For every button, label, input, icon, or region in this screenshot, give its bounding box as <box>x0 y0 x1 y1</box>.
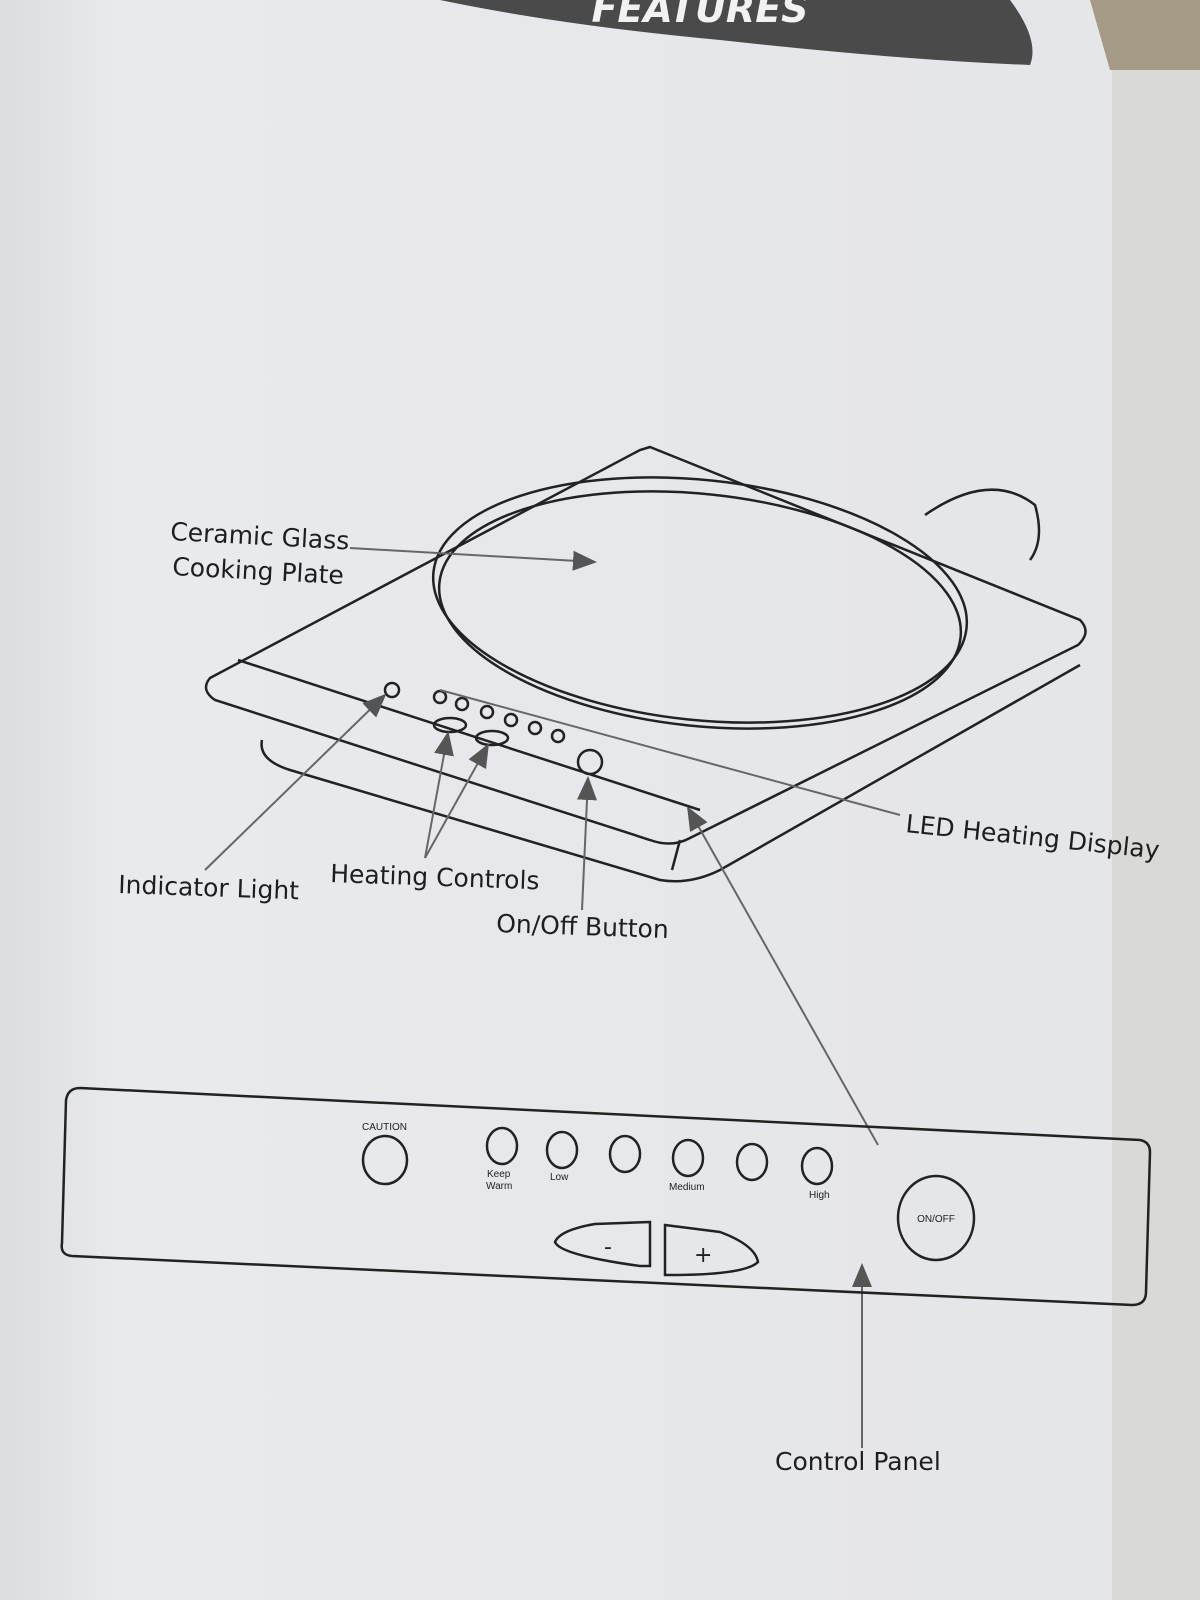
label-indicator-light: Indicator Light <box>118 870 300 905</box>
cooktop-illustration <box>204 445 1087 883</box>
on-off-button[interactable]: ON/OFF <box>896 1174 976 1262</box>
header-banner: FEATURES <box>440 0 1033 65</box>
minus-button[interactable]: - <box>553 1220 652 1268</box>
panel-edge <box>237 658 701 812</box>
header-title: FEATURES <box>591 0 808 31</box>
medium-label: Medium <box>669 1182 705 1193</box>
label-control-panel: Control Panel <box>775 1447 941 1476</box>
warm-label: Warm <box>486 1181 512 1192</box>
ceramic-glass-plate <box>431 476 969 724</box>
caution-label: CAUTION <box>362 1122 407 1133</box>
plus-button[interactable]: + <box>663 1223 760 1277</box>
led-medium <box>671 1138 705 1178</box>
caution-light-icon <box>361 1134 409 1186</box>
cooktop-top <box>204 445 1087 845</box>
led-low <box>545 1130 579 1170</box>
on-off-label: ON/OFF <box>917 1214 955 1225</box>
table-background <box>1090 0 1200 70</box>
indicator-light-icon <box>383 681 401 699</box>
led-2 <box>608 1134 642 1174</box>
plus-label: + <box>694 1243 712 1268</box>
label-on-off-button: On/Off Button <box>496 909 669 944</box>
keep-label: Keep <box>487 1169 511 1180</box>
power-cord-handle <box>924 488 1041 561</box>
cooktop-base <box>260 663 1081 883</box>
control-panel-detail: CAUTION Keep Warm Low Medium High - + ON… <box>60 1086 1152 1307</box>
low-label: Low <box>550 1172 569 1183</box>
led-4 <box>735 1142 769 1182</box>
heating-level-leds <box>432 689 566 744</box>
high-label: High <box>809 1190 830 1201</box>
minus-label: - <box>604 1235 612 1260</box>
page-edge <box>1112 0 1200 1600</box>
led-keep-warm <box>485 1126 519 1166</box>
plus-control <box>474 729 510 747</box>
on-off-button-icon <box>576 748 604 776</box>
led-high <box>800 1146 834 1186</box>
